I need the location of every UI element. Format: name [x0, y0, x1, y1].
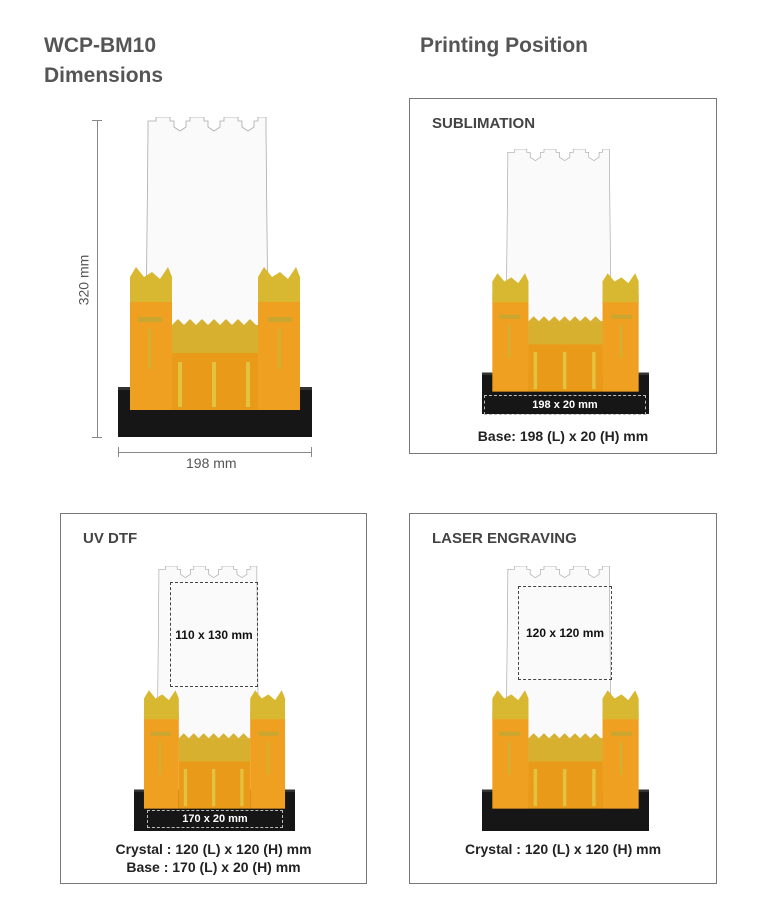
trophy-image	[482, 566, 649, 831]
sublimation-caption: Base: 198 (L) x 20 (H) mm	[477, 428, 649, 444]
height-label: 320 mm	[75, 254, 92, 306]
laser-title: LASER ENGRAVING	[432, 530, 577, 547]
width-label: 198 mm	[186, 455, 237, 471]
sublimation-print-area: 198 x 20 mm	[484, 395, 646, 415]
trophy-image	[134, 566, 295, 831]
uvdtf-caption-crystal: Crystal : 120 (L) x 120 (H) mm	[115, 841, 312, 857]
trophy-image	[482, 149, 649, 414]
laser-caption: Crystal : 120 (L) x 120 (H) mm	[464, 841, 662, 857]
laser-trophy	[482, 566, 649, 831]
uvdtf-title: UV DTF	[83, 530, 138, 547]
uvdtf-trophy	[134, 566, 295, 831]
height-dimension-line	[97, 120, 98, 438]
uvdtf-panel: UV DTF 110 x 130 mm 170 x 20 mm Crystal …	[60, 513, 367, 884]
laser-crystal-print-area: 120 x 120 mm	[518, 586, 612, 680]
dimensions-heading: Dimensions	[44, 64, 164, 87]
uvdtf-base-print-area: 170 x 20 mm	[147, 810, 283, 828]
sublimation-title: SUBLIMATION	[432, 115, 536, 132]
model-title: WCP-BM10	[44, 34, 157, 57]
dim-tick	[311, 447, 312, 457]
uvdtf-caption-base: Base : 170 (L) x 20 (H) mm	[126, 859, 301, 875]
laser-panel: LASER ENGRAVING 120 x 120 mm Crystal : 1…	[409, 513, 717, 884]
dim-tick	[92, 437, 102, 438]
trophy-image	[118, 117, 312, 437]
main-trophy	[118, 117, 312, 437]
printing-position-heading: Printing Position	[420, 34, 588, 57]
width-dimension-line	[118, 452, 312, 453]
uvdtf-crystal-print-area: 110 x 130 mm	[170, 582, 258, 687]
dim-tick	[92, 120, 102, 121]
sublimation-panel: SUBLIMATION 198 x 20 mm Base: 198 (L) x …	[409, 98, 717, 454]
sublimation-trophy	[482, 149, 649, 414]
dim-tick	[118, 447, 119, 457]
